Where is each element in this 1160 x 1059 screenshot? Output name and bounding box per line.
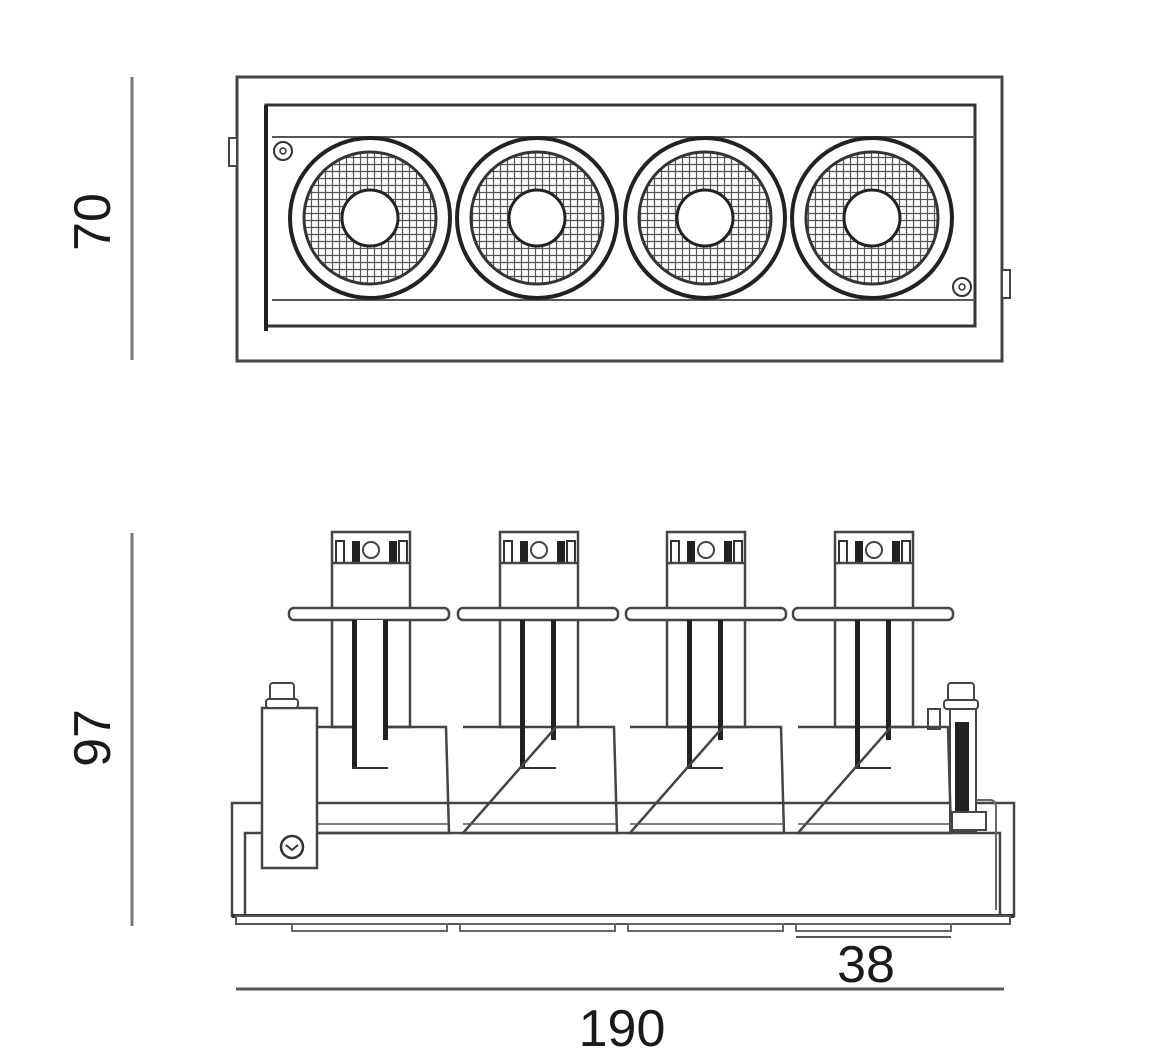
right-mounting-bracket <box>927 682 997 910</box>
led-module-1 <box>287 530 451 835</box>
top-view <box>228 75 1011 363</box>
spot-lens-2 <box>455 136 619 300</box>
dimension-label-190: 190 <box>579 1000 666 1058</box>
led-module-3 <box>624 530 788 835</box>
dimension-top-height: 70 <box>64 77 134 360</box>
left-mounting-bracket <box>260 682 319 870</box>
spot-lens-1 <box>288 136 452 300</box>
top-outer-frame <box>235 75 1004 363</box>
led-module-2 <box>456 530 620 835</box>
screw-icon <box>279 834 305 860</box>
spot-lens-3 <box>623 136 787 300</box>
dimension-label-38: 38 <box>837 936 895 994</box>
dimension-label-97: 97 <box>64 709 122 767</box>
screw-icon <box>273 141 293 161</box>
dimension-module-width: 38 <box>837 936 895 994</box>
spot-lens-4 <box>790 136 954 300</box>
tab-right <box>1001 269 1011 299</box>
led-module-4 <box>791 530 955 835</box>
screw-icon <box>952 277 972 297</box>
dimension-label-70: 70 <box>64 193 122 251</box>
tab-left <box>228 137 238 167</box>
dimension-total-width: 190 <box>236 987 1004 1058</box>
dimension-side-height: 97 <box>64 533 134 926</box>
side-view <box>230 530 1016 938</box>
